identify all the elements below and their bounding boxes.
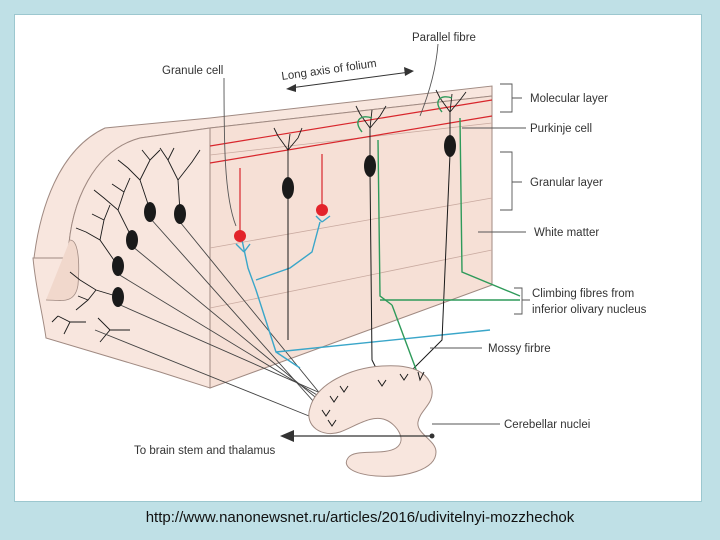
purkinje-dendrites-side xyxy=(273,89,467,180)
mossy-fibres xyxy=(235,215,491,369)
long-axis-arrow xyxy=(286,67,414,92)
bracket-granular xyxy=(500,151,522,211)
label-granule-cell: Granule cell xyxy=(162,65,223,77)
folium-block xyxy=(32,85,493,389)
parallel-fibre-line xyxy=(209,115,493,164)
nuclei-synapses xyxy=(321,371,425,427)
purkinje-soma xyxy=(364,155,376,177)
purkinje-axons xyxy=(94,217,336,421)
label-parallel-fibre: Parallel fibre xyxy=(412,32,476,44)
leader-parallel-fibre xyxy=(419,43,439,117)
white-matter-notch xyxy=(45,239,80,301)
bracket-molecular xyxy=(500,83,522,113)
parallel-fibre-line xyxy=(209,99,493,147)
source-url-caption: http://www.nanonewsnet.ru/articles/2016/… xyxy=(145,509,575,526)
label-molecular-layer: Molecular layer xyxy=(530,93,608,105)
label-white-matter: White matter xyxy=(534,227,599,239)
label-to-brain-stem: To brain stem and thalamus xyxy=(134,445,276,457)
purkinje-cells-side xyxy=(282,135,456,199)
purkinje-soma xyxy=(112,287,124,307)
label-cerebellar-nuclei: Cerebellar nuclei xyxy=(504,419,590,431)
purkinje-dendrites-front xyxy=(51,147,201,343)
layer-boundary-line xyxy=(209,197,493,249)
purkinje-soma xyxy=(282,177,294,199)
leader-lines xyxy=(223,43,530,425)
label-climbing-fibres-line2: inferior olivary nucleus xyxy=(532,304,647,316)
purkinje-soma xyxy=(174,204,186,224)
purkinje-soma xyxy=(112,256,124,276)
purkinje-cells-front xyxy=(112,202,186,307)
label-granular-layer: Granular layer xyxy=(530,177,603,189)
granule-cell xyxy=(316,204,328,216)
output-arrow xyxy=(280,430,435,442)
purkinje-soma xyxy=(126,230,138,250)
label-climbing-fibres-line1: Climbing fibres from xyxy=(532,288,634,300)
parallel-fibres xyxy=(209,99,493,236)
granule-cell xyxy=(234,230,246,242)
label-long-axis: Long axis of folium xyxy=(281,58,378,83)
label-mossy-fibre: Mossy firbre xyxy=(488,343,551,355)
leader-granule-cell xyxy=(223,77,237,227)
cerebellar-nuclei xyxy=(308,365,437,477)
diagram-labels: Parallel fibre Granule cell Long axis of… xyxy=(134,32,647,457)
purkinje-soma xyxy=(144,202,156,222)
bracket-climbing xyxy=(514,287,530,315)
purkinje-soma xyxy=(444,135,456,157)
label-purkinje-cell: Purkinje cell xyxy=(530,123,592,135)
cerebellum-diagram: Parallel fibre Granule cell Long axis of… xyxy=(32,32,647,477)
climbing-fibres xyxy=(357,96,521,381)
